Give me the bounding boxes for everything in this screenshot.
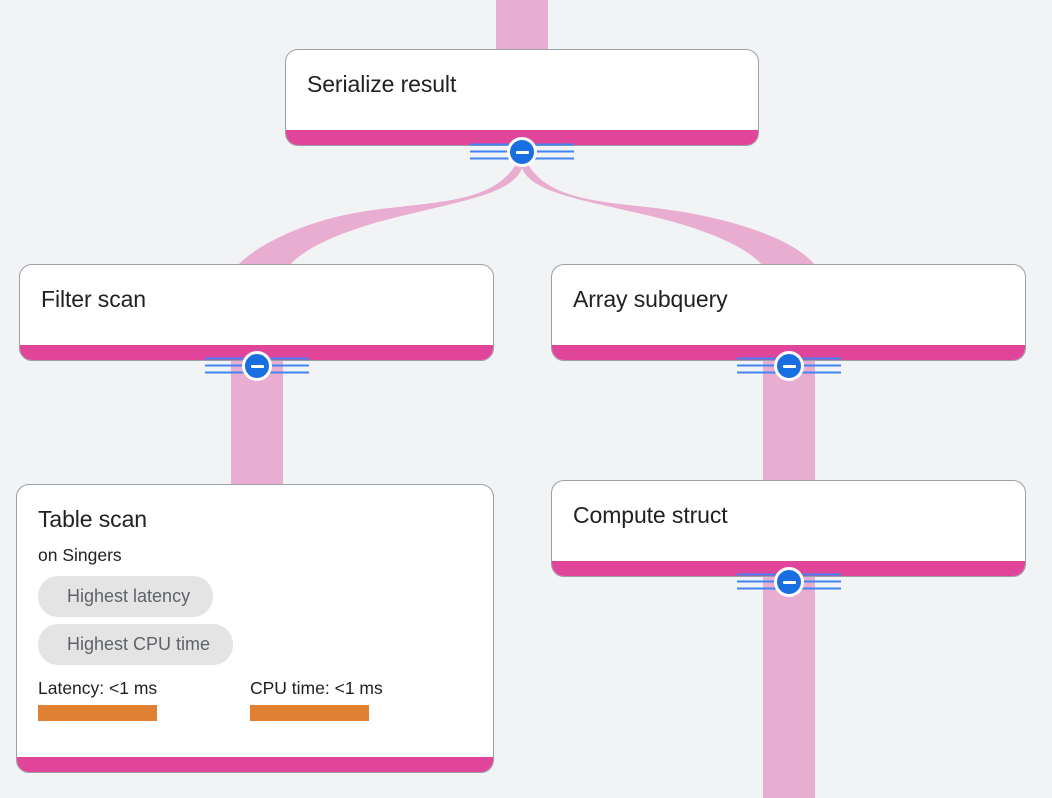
node-body: Filter scan xyxy=(20,265,493,345)
metric-label: Latency: <1 ms xyxy=(38,677,158,698)
metric-bar xyxy=(250,704,369,721)
node-filter-scan[interactable]: Filter scan xyxy=(19,264,494,361)
edge-incoming-top xyxy=(496,0,548,52)
toggle-compute-struct[interactable] xyxy=(737,567,841,597)
chip-highest-latency[interactable]: Highest latency xyxy=(38,575,214,617)
node-table-scan[interactable]: Table scan on Singers Highest latency Hi… xyxy=(16,484,494,773)
edge-serialize-to-array-subquery xyxy=(522,152,820,274)
node-body: Array subquery xyxy=(552,265,1025,345)
edge-compute-struct-down xyxy=(763,574,815,798)
metric-cpu-time: CPU time: <1 ms xyxy=(250,678,383,721)
toggle-array-subquery[interactable] xyxy=(737,351,841,381)
toggle-filter-scan[interactable] xyxy=(205,351,309,381)
node-subtitle: on Singers xyxy=(38,544,122,565)
node-body: Serialize result xyxy=(286,50,758,130)
node-title: Table scan xyxy=(38,506,147,532)
metric-label: CPU time: <1 ms xyxy=(250,677,383,698)
node-accent-bar xyxy=(17,757,493,772)
edge-serialize-to-filter-scan xyxy=(232,152,522,274)
node-serialize-result[interactable]: Serialize result xyxy=(285,49,759,146)
toggle-serialize-result[interactable] xyxy=(470,137,574,167)
node-body: Compute struct xyxy=(552,481,1025,561)
node-title: Serialize result xyxy=(307,71,457,97)
chip-highest-cpu-time[interactable]: Highest CPU time xyxy=(38,623,234,665)
node-title: Array subquery xyxy=(573,286,728,312)
minus-icon xyxy=(242,351,272,381)
node-array-subquery[interactable]: Array subquery xyxy=(551,264,1026,361)
node-title: Filter scan xyxy=(41,286,146,312)
metric-latency: Latency: <1 ms xyxy=(38,678,250,721)
minus-icon xyxy=(507,137,537,167)
minus-icon xyxy=(774,351,804,381)
minus-icon xyxy=(774,567,804,597)
node-title: Compute struct xyxy=(573,502,728,528)
node-compute-struct[interactable]: Compute struct xyxy=(551,480,1026,577)
node-chip-list: Highest latency Highest CPU time xyxy=(38,575,234,665)
node-metrics: Latency: <1 ms CPU time: <1 ms xyxy=(38,678,383,721)
metric-bar xyxy=(38,704,157,721)
node-body: Table scan on Singers Highest latency Hi… xyxy=(17,485,493,757)
